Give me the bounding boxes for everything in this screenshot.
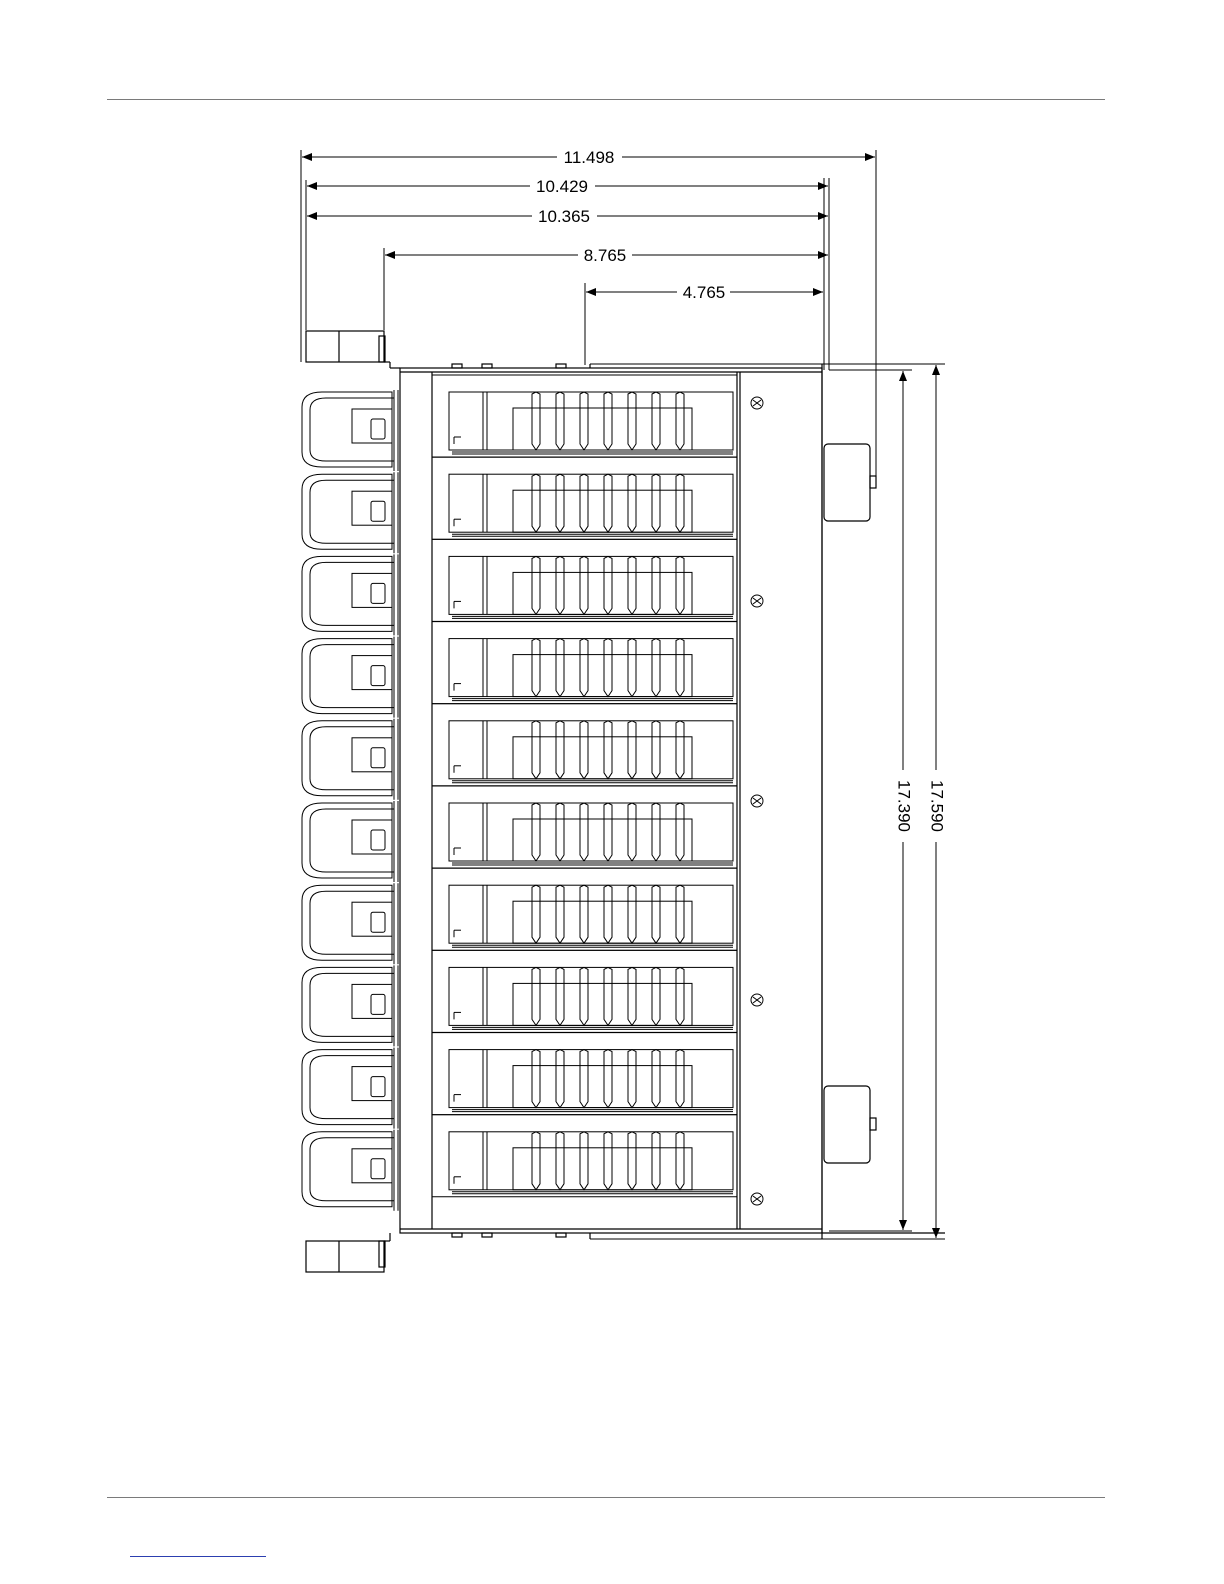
drive-bay	[302, 1033, 737, 1129]
dim-label-width-3: 10.365	[538, 207, 590, 226]
drive-bay	[302, 704, 737, 800]
drive-bay	[302, 457, 737, 553]
dim-label-width-2: 10.429	[536, 177, 588, 196]
drive-bay	[302, 950, 737, 1046]
dim-label-width-4: 8.765	[584, 246, 627, 265]
dim-label-inner-height: 17.390	[895, 780, 914, 832]
dimension-labels-horizontal: 11.498 10.429 10.365 8.765 4.765	[536, 148, 725, 302]
drive-bay	[302, 868, 737, 964]
chassis-body	[306, 331, 945, 1272]
drive-bay	[302, 539, 737, 635]
drive-bay	[302, 786, 737, 882]
screw-icon	[751, 595, 763, 607]
drive-bays	[302, 375, 737, 1211]
drive-bay	[302, 622, 737, 718]
dim-label-overall-width: 11.498	[564, 148, 615, 167]
dimension-labels-vertical: 17.390 17.590	[895, 780, 947, 832]
screw-icon	[751, 1193, 763, 1205]
screw-icon	[751, 397, 763, 409]
drive-bay	[302, 1115, 737, 1211]
screw-icon	[751, 994, 763, 1006]
mounting-screws	[751, 397, 763, 1205]
drive-bay	[302, 375, 737, 471]
screw-icon	[751, 795, 763, 807]
dim-label-overall-height: 17.590	[928, 780, 947, 832]
dim-label-width-5: 4.765	[683, 283, 726, 302]
